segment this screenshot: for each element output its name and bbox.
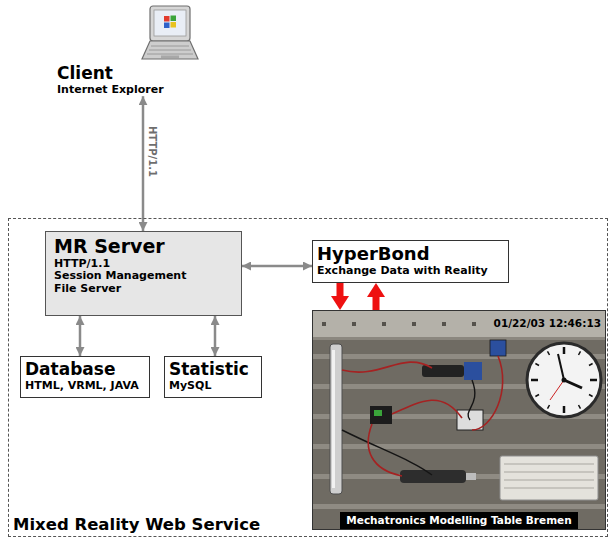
illustration-part	[312, 504, 606, 509]
node-body: Internet Explorer	[57, 84, 203, 97]
illustration-part	[171, 22, 177, 28]
photo-frame: 01/22/03 12:46:13Mechatronics Modelling …	[312, 310, 606, 530]
illustration-part	[400, 470, 466, 483]
client-node: ClientInternet Explorer	[55, 2, 205, 96]
illustration-part	[548, 405, 550, 409]
illustration-part	[563, 347, 566, 354]
timestamp: 01/22/03 12:46:13	[494, 317, 601, 329]
photo-illustration	[312, 310, 606, 530]
node-body: MySQL	[169, 380, 257, 393]
illustration-part	[154, 10, 186, 36]
illustration-part	[149, 50, 191, 51]
illustration-part	[490, 340, 506, 356]
illustration-part	[589, 395, 593, 397]
illustration-part	[464, 362, 482, 380]
illustration-part	[164, 23, 170, 29]
illustration-part	[472, 322, 476, 326]
node-heading: Client	[57, 64, 203, 84]
illustration-part	[142, 41, 198, 59]
illustration-part	[147, 54, 193, 55]
data-exchange-arrow	[373, 289, 380, 310]
link-connector	[142, 96, 145, 231]
illustration-part	[563, 406, 566, 413]
illustration-part	[312, 310, 606, 530]
illustration-part	[322, 322, 326, 326]
illustration-part	[312, 337, 606, 340]
illustration-part	[151, 46, 189, 47]
illustration-part	[161, 56, 179, 59]
illustration-part	[500, 456, 598, 500]
node-body: HTTP/1.1	[54, 258, 233, 271]
illustration-part	[412, 322, 416, 326]
illustration-part	[312, 444, 606, 449]
node-body: Session Management	[54, 270, 233, 283]
illustration-part	[340, 512, 578, 530]
data-exchange-arrow	[337, 283, 344, 304]
node-heading: Statistic	[169, 360, 257, 380]
illustration-part	[548, 351, 550, 355]
node-body: File Server	[54, 283, 233, 296]
region-title: Mixed Reality Web Service	[13, 516, 260, 535]
illustration-part	[342, 362, 432, 372]
link-connector	[242, 265, 312, 268]
illustration-part	[392, 400, 462, 418]
illustration-part	[504, 472, 594, 473]
service-region: Mixed Reality Web Service MR ServerHTTP/1…	[8, 218, 608, 537]
illustration-part	[171, 16, 177, 22]
illustration-part	[442, 322, 446, 326]
illustration-part	[579, 405, 581, 409]
illustration-part	[370, 406, 392, 424]
connector-label: HTTP/1.1	[147, 124, 158, 179]
node-heading: HyperBond	[317, 244, 504, 265]
illustration-part	[504, 488, 594, 489]
statistic-box: StatisticMySQL	[164, 356, 262, 398]
photo-caption: Mechatronics Modelling Table Bremen	[340, 513, 577, 527]
link-connector	[214, 316, 217, 356]
node-heading: MR Server	[54, 236, 233, 258]
illustration-part	[504, 464, 594, 465]
illustration-part	[550, 380, 564, 400]
illustration-part	[468, 380, 475, 420]
illustration-part	[589, 364, 593, 366]
illustration-part	[472, 356, 503, 430]
node-body: HTML, VRML, JAVA	[25, 380, 145, 393]
illustration-part	[330, 344, 342, 494]
illustration-part	[312, 310, 606, 337]
illustration-part	[562, 378, 567, 383]
illustration-part	[558, 354, 564, 380]
illustration-part	[527, 343, 601, 417]
illustration-part	[531, 379, 538, 382]
illustration-part	[504, 480, 594, 481]
illustration-part	[374, 410, 382, 416]
bridge-box: HyperBondExchange Data with Reality	[312, 240, 509, 283]
illustration-part	[342, 430, 432, 475]
illustration-part	[164, 16, 170, 22]
illustration-part	[564, 380, 582, 388]
laptop-icon	[142, 6, 198, 59]
server-box: MR ServerHTTP/1.1Session ManagementFile …	[45, 231, 242, 316]
illustration-part	[352, 322, 356, 326]
database-box: DatabaseHTML, VRML, JAVA	[20, 356, 150, 398]
illustration-part	[150, 6, 190, 41]
illustration-part	[466, 473, 476, 480]
node-heading: Database	[25, 360, 145, 380]
link-connector	[79, 316, 82, 356]
illustration-part	[579, 351, 581, 355]
illustration-part	[590, 379, 597, 382]
node-body: Exchange Data with Reality	[317, 265, 504, 278]
illustration-part	[332, 350, 335, 488]
illustration-part	[535, 364, 539, 366]
illustration-part	[368, 424, 402, 476]
illustration-part	[382, 322, 386, 326]
illustration-part	[535, 395, 539, 397]
